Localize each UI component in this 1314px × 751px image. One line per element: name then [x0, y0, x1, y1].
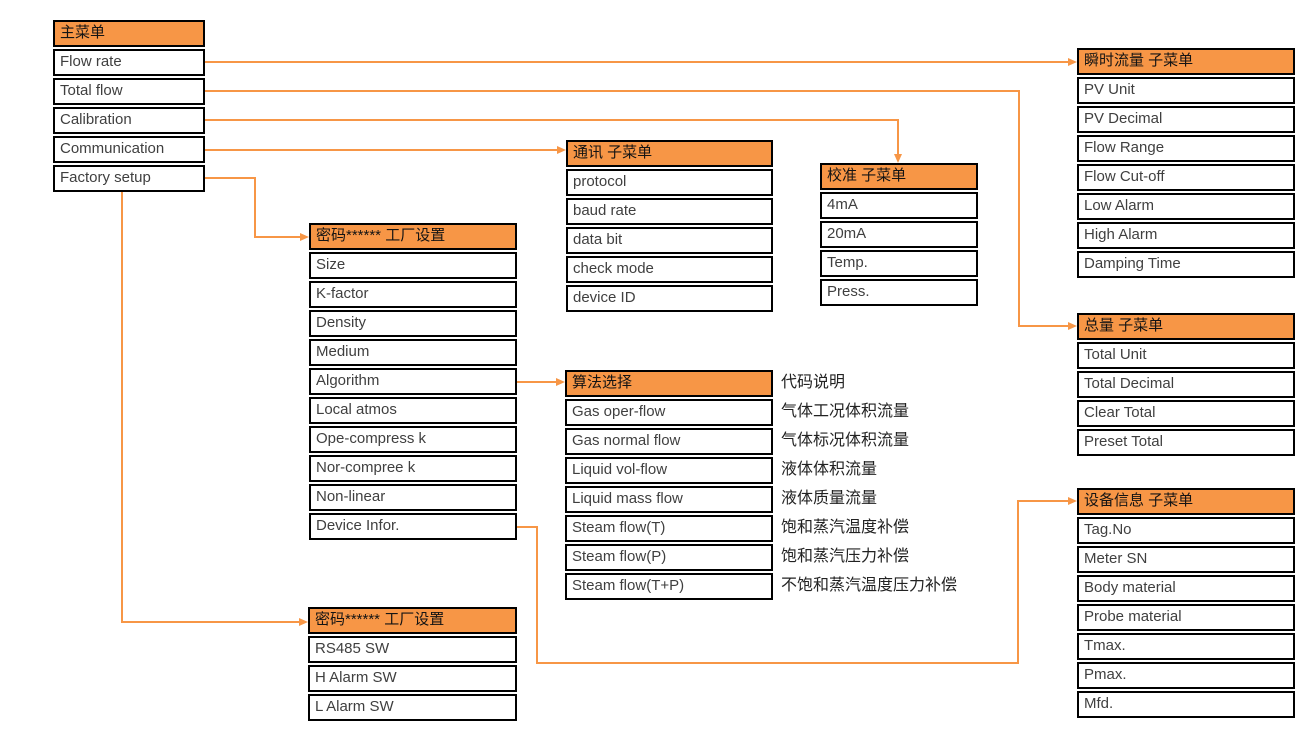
communication-header: 通讯 子菜单 — [566, 140, 773, 167]
menu-item-high-alarm: High Alarm — [1077, 222, 1295, 249]
calibration-submenu-box: 校准 子菜单 4mA 20mA Temp. Press. — [820, 163, 978, 308]
connector-factory-setup-to-factory — [205, 177, 309, 241]
menu-item-20ma: 20mA — [820, 221, 978, 248]
algorithm-description-column: 代码说明 气体工况体积流量 气体标况体积流量 液体体积流量 液体质量流量 饱和蒸… — [781, 370, 1141, 602]
menu-item-clear-total: Clear Total — [1077, 400, 1295, 427]
menu-item-l-alarm-sw: L Alarm SW — [308, 694, 517, 721]
connector-mainmenu-to-factory-sw — [121, 192, 308, 626]
menu-item-press: Press. — [820, 279, 978, 306]
menu-item-steam-flow-p: Steam flow(P) — [565, 544, 773, 571]
menu-item-meter-sn: Meter SN — [1077, 546, 1295, 573]
factory-setup-header: 密码****** 工厂设置 — [309, 223, 517, 250]
algorithm-select-header: 算法选择 — [565, 370, 773, 397]
menu-item-ope-compress-k: Ope-compress k — [309, 426, 517, 453]
menu-item-total-unit: Total Unit — [1077, 342, 1295, 369]
menu-item-temp: Temp. — [820, 250, 978, 277]
menu-item-liquid-vol-flow: Liquid vol-flow — [565, 457, 773, 484]
menu-item-pv-decimal: PV Decimal — [1077, 106, 1295, 133]
menu-item-calibration: Calibration — [53, 107, 205, 134]
desc-liquid-vol-flow: 液体体积流量 — [781, 461, 878, 478]
factory-setup-box: 密码****** 工厂设置 Size K-factor Density Medi… — [309, 223, 517, 542]
connector-calibration-to-calib — [205, 119, 902, 163]
communication-submenu-box: 通讯 子菜单 protocol baud rate data bit check… — [566, 140, 773, 314]
menu-item-liquid-mass-flow: Liquid mass flow — [565, 486, 773, 513]
algorithm-select-box: 算法选择 Gas oper-flow Gas normal flow Liqui… — [565, 370, 773, 602]
desc-steam-flow-tp: 不饱和蒸汽温度压力补偿 — [781, 577, 958, 594]
desc-gas-oper-flow: 气体工况体积流量 — [781, 403, 910, 420]
menu-item-data-bit: data bit — [566, 227, 773, 254]
main-menu-box: 主菜单 Flow rate Total flow Calibration Com… — [53, 20, 205, 194]
desc-steam-flow-t: 饱和蒸汽温度补偿 — [781, 519, 910, 536]
desc-header: 代码说明 — [781, 374, 846, 391]
menu-item-flow-rate: Flow rate — [53, 49, 205, 76]
factory-setup-sw-box: 密码****** 工厂设置 RS485 SW H Alarm SW L Alar… — [308, 607, 517, 723]
instant-flow-header: 瞬时流量 子菜单 — [1077, 48, 1295, 75]
menu-item-size: Size — [309, 252, 517, 279]
menu-item-nor-compree-k: Nor-compree k — [309, 455, 517, 482]
menu-item-device-infor: Device Infor. — [309, 513, 517, 540]
connector-total-flow-to-total — [205, 90, 1077, 330]
menu-item-steam-flow-tp: Steam flow(T+P) — [565, 573, 773, 600]
menu-item-medium: Medium — [309, 339, 517, 366]
menu-item-steam-flow-t: Steam flow(T) — [565, 515, 773, 542]
menu-item-check-mode: check mode — [566, 256, 773, 283]
connector-device-infor-to-device — [517, 497, 1077, 664]
menu-item-tag-no: Tag.No — [1077, 517, 1295, 544]
menu-item-pmax: Pmax. — [1077, 662, 1295, 689]
factory-setup-sw-header: 密码****** 工厂设置 — [308, 607, 517, 634]
menu-item-communication: Communication — [53, 136, 205, 163]
menu-item-flow-cut-off: Flow Cut-off — [1077, 164, 1295, 191]
menu-item-flow-range: Flow Range — [1077, 135, 1295, 162]
menu-item-pv-unit: PV Unit — [1077, 77, 1295, 104]
total-submenu-box: 总量 子菜单 Total Unit Total Decimal Clear To… — [1077, 313, 1295, 458]
total-header: 总量 子菜单 — [1077, 313, 1295, 340]
desc-liquid-mass-flow: 液体质量流量 — [781, 490, 878, 507]
menu-item-device-id: device ID — [566, 285, 773, 312]
menu-item-4ma: 4mA — [820, 192, 978, 219]
menu-item-preset-total: Preset Total — [1077, 429, 1295, 456]
calibration-header: 校准 子菜单 — [820, 163, 978, 190]
menu-item-k-factor: K-factor — [309, 281, 517, 308]
menu-item-gas-oper-flow: Gas oper-flow — [565, 399, 773, 426]
device-info-submenu-box: 设备信息 子菜单 Tag.No Meter SN Body material P… — [1077, 488, 1295, 720]
menu-item-gas-normal-flow: Gas normal flow — [565, 428, 773, 455]
menu-item-damping-time: Damping Time — [1077, 251, 1295, 278]
menu-item-rs485-sw: RS485 SW — [308, 636, 517, 663]
menu-item-non-linear: Non-linear — [309, 484, 517, 511]
menu-item-local-atmos: Local atmos — [309, 397, 517, 424]
menu-item-low-alarm: Low Alarm — [1077, 193, 1295, 220]
menu-item-h-alarm-sw: H Alarm SW — [308, 665, 517, 692]
menu-item-body-material: Body material — [1077, 575, 1295, 602]
menu-item-density: Density — [309, 310, 517, 337]
menu-item-factory-setup: Factory setup — [53, 165, 205, 192]
menu-item-mfd: Mfd. — [1077, 691, 1295, 718]
desc-steam-flow-p: 饱和蒸汽压力补偿 — [781, 548, 910, 565]
menu-item-probe-material: Probe material — [1077, 604, 1295, 631]
menu-item-baud-rate: baud rate — [566, 198, 773, 225]
menu-item-total-decimal: Total Decimal — [1077, 371, 1295, 398]
menu-item-protocol: protocol — [566, 169, 773, 196]
device-info-header: 设备信息 子菜单 — [1077, 488, 1295, 515]
menu-item-algorithm: Algorithm — [309, 368, 517, 395]
menu-item-total-flow: Total flow — [53, 78, 205, 105]
main-menu-header: 主菜单 — [53, 20, 205, 47]
instant-flow-submenu-box: 瞬时流量 子菜单 PV Unit PV Decimal Flow Range F… — [1077, 48, 1295, 280]
desc-gas-normal-flow: 气体标况体积流量 — [781, 432, 910, 449]
menu-item-tmax: Tmax. — [1077, 633, 1295, 660]
